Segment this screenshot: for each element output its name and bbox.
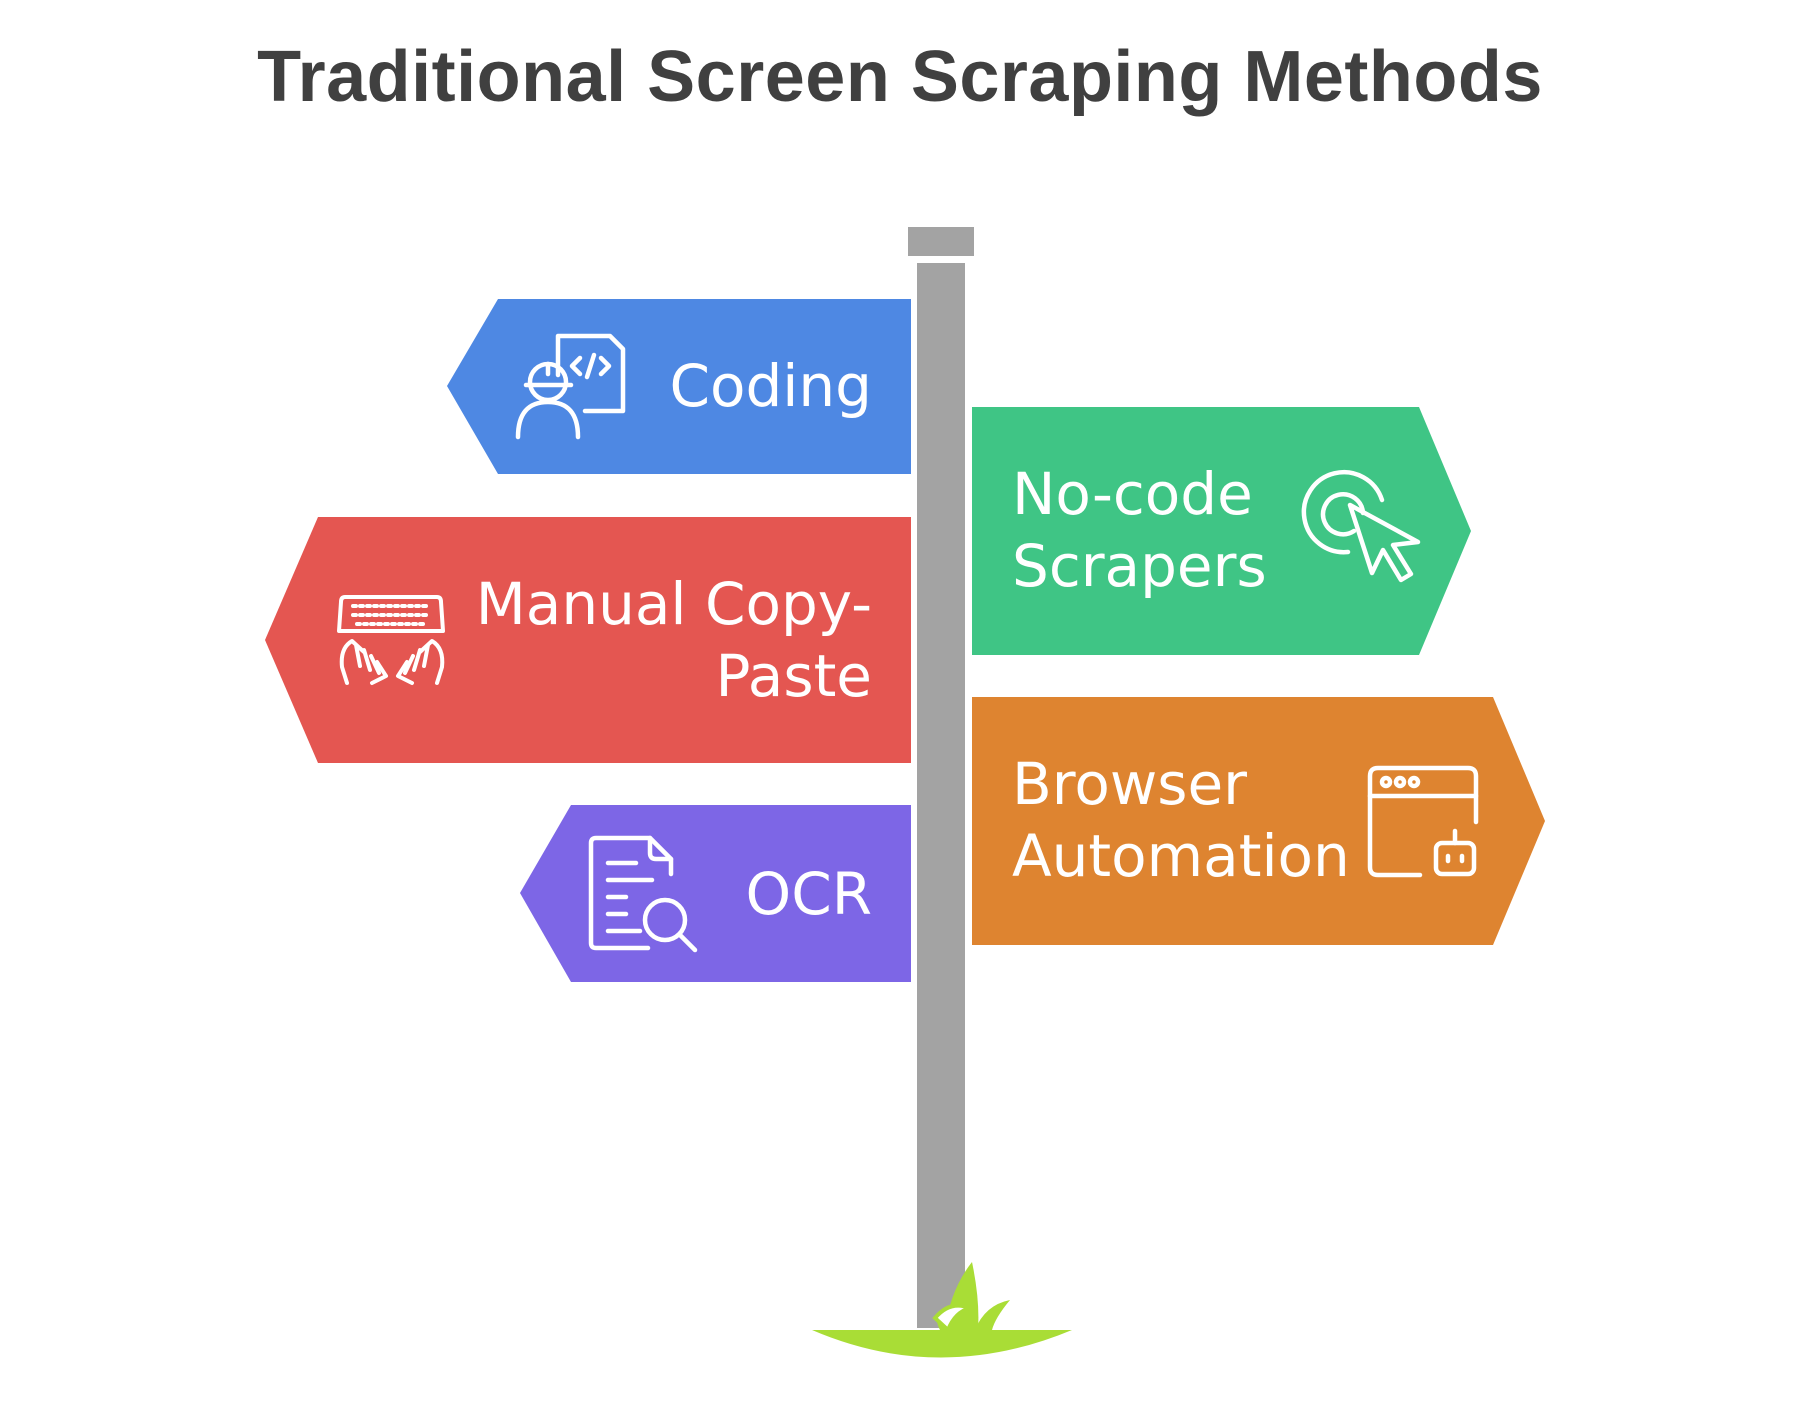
sign-label-line: No-code bbox=[1012, 460, 1253, 528]
developer-code-icon bbox=[515, 333, 626, 440]
browser-robot-icon bbox=[1367, 765, 1479, 878]
sign-label-coding: Coding bbox=[560, 350, 873, 422]
sign-label-line: Coding bbox=[669, 352, 873, 420]
diagram-title: Traditional Screen Scraping Methods bbox=[257, 37, 1543, 117]
sign-ocr bbox=[520, 805, 911, 982]
sign-label-ocr: OCR bbox=[712, 858, 872, 930]
sign-label-line: Browser bbox=[1012, 750, 1248, 818]
sign-browser bbox=[972, 697, 1545, 945]
sign-label-line: Manual Copy- bbox=[475, 570, 872, 638]
sign-label-line: OCR bbox=[745, 860, 872, 928]
sign-no-code bbox=[972, 407, 1471, 655]
sign-label-line: Paste bbox=[715, 642, 872, 710]
sign-label-line: Scrapers bbox=[1012, 532, 1267, 600]
sign-label-line: Automation bbox=[1012, 822, 1350, 890]
sign-label-no-code: No-code Scrapers bbox=[1012, 458, 1312, 602]
keyboard-hands-icon bbox=[337, 595, 445, 685]
sign-label-browser: Browser Automation bbox=[1012, 748, 1352, 892]
document-search-icon bbox=[588, 835, 698, 953]
pole bbox=[917, 263, 965, 1328]
grass bbox=[812, 1262, 1072, 1358]
sign-label-manual: Manual Copy- Paste bbox=[472, 568, 872, 712]
cursor-click-icon bbox=[1301, 469, 1421, 583]
sign-manual bbox=[265, 517, 911, 763]
pole-cap bbox=[908, 227, 974, 256]
sign-coding bbox=[447, 299, 911, 474]
